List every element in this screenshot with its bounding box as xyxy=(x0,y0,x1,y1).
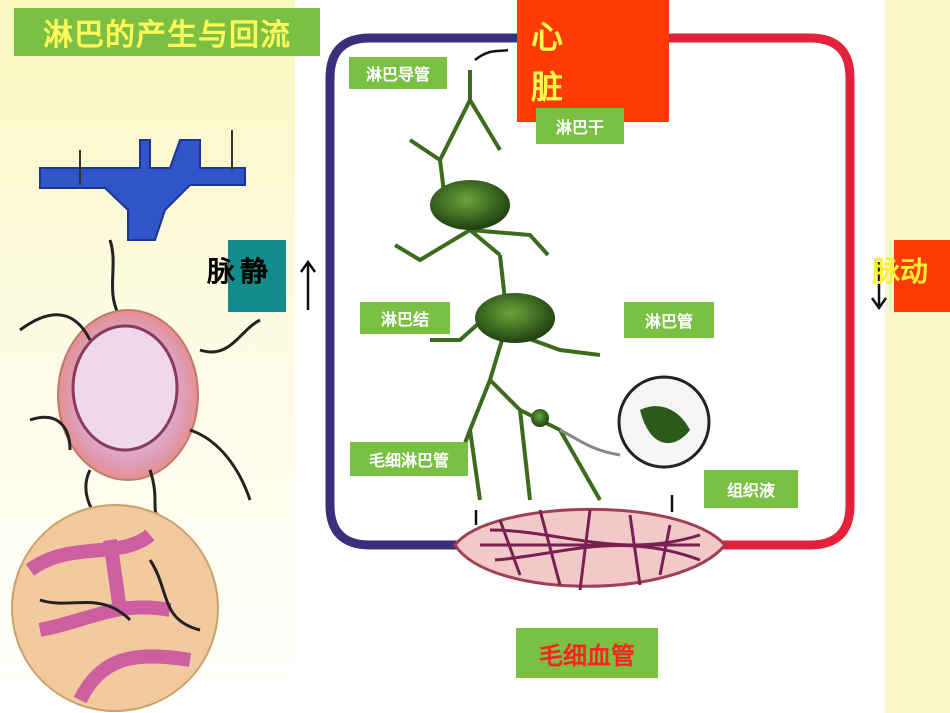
lymph-node-illustration xyxy=(19,309,261,522)
heart-char-2: 脏 xyxy=(531,68,564,106)
heart-label: 心 脏 xyxy=(517,0,669,122)
heart-char-1: 心 xyxy=(531,18,564,56)
label-lymph-trunk: 淋巴干 xyxy=(536,108,624,144)
label-lymph-vessel: 淋巴管 xyxy=(624,302,714,338)
label-lymph-capillary: 毛细淋巴管 xyxy=(350,442,468,476)
label-blood-capillary: 毛细血管 xyxy=(516,628,658,678)
label-lymph-duct: 淋巴导管 xyxy=(349,57,447,89)
capillary-bed xyxy=(453,507,727,591)
page-title: 淋巴的产生与回流 xyxy=(14,8,320,56)
label-lymph-node: 淋巴结 xyxy=(360,302,450,334)
vein-char-1: 脉 xyxy=(207,255,236,288)
artery-label-box xyxy=(894,240,950,312)
valve-magnified xyxy=(617,375,711,469)
vein-char-2: 静 xyxy=(240,255,269,288)
blood-circulation-loop xyxy=(325,33,855,550)
artery-label: 脉动 xyxy=(872,255,929,288)
right-margin xyxy=(885,0,950,713)
lymph-nodes xyxy=(430,180,555,427)
tissue-capillary-illustration xyxy=(11,504,219,712)
vein-label-box xyxy=(228,240,286,312)
flow-arrows xyxy=(299,48,888,525)
vein-junction-illustration xyxy=(39,130,246,332)
label-tissue-fluid: 组织液 xyxy=(704,470,798,508)
